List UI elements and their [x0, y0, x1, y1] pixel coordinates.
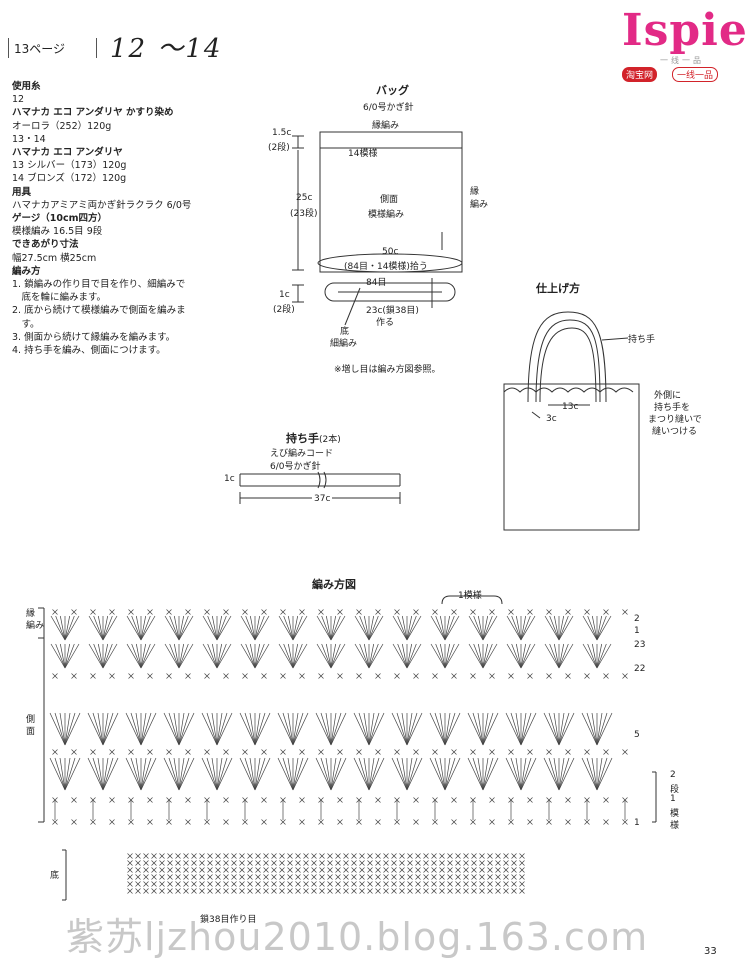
chart-label-bottom: 底 — [50, 871, 60, 881]
material-line: 用具 — [12, 186, 32, 198]
bag-edge-label: 縁編み — [372, 121, 400, 131]
page-number: 33 — [704, 946, 717, 957]
chart-rep-1: 2 — [670, 770, 676, 780]
finish-note4: 縫いつける — [652, 427, 698, 437]
material-line: ゲージ（10cm四方） — [12, 213, 108, 225]
chart-label-edge-1: 縁 — [26, 609, 36, 619]
header-left-bar — [8, 38, 9, 58]
chart-row23: 23 — [634, 640, 646, 650]
bag-note: ※増し目は編み方図参照。 — [334, 365, 441, 375]
material-line: 2. 底から続けて模様編みで側面を編みま — [12, 305, 186, 317]
material-line: オーロラ（252）120g — [12, 120, 112, 132]
chart-rep-2: 段 — [670, 785, 680, 795]
material-line: 模様編み 16.5目 9段 — [12, 226, 103, 238]
material-line: 使用糸 — [12, 81, 41, 92]
chart-row5: 5 — [634, 730, 640, 740]
material-line: ハマナカ エコ アンダリヤ — [12, 147, 123, 159]
handle-title: 持ち手(2本) — [286, 430, 341, 446]
bag-h-mid-rows: (23段) — [290, 209, 318, 219]
bag-title: バッグ — [376, 84, 409, 97]
material-line: 13・14 — [12, 133, 46, 145]
brand-badge-left: 淘宝网 — [622, 67, 658, 82]
chart-rep-5: 様 — [670, 821, 680, 831]
handle-count: (2本) — [319, 435, 341, 445]
chart-title: 編み方図 — [312, 578, 356, 591]
bag-edge-right-1: 縁 — [470, 187, 480, 197]
material-line: 13 シルバー（173）120g — [12, 160, 127, 172]
chart-one-pattern: 1模様 — [458, 591, 482, 601]
bag-side: 側面 — [380, 195, 399, 205]
finish-note2: 持ち手を — [654, 403, 691, 413]
material-line: できあがり寸法 — [12, 239, 79, 251]
brand-badge-right: 一线一品 — [672, 67, 719, 82]
finish-w3: 3c — [546, 414, 557, 424]
watermark: 紫苏ljzhou2010.blog.163.com — [66, 915, 649, 959]
handle-len: 37c — [312, 494, 333, 504]
bag-bottom-rows: (2段) — [273, 305, 295, 315]
material-line: 1. 鎖編みの作り目で目を作り、細編みで — [12, 279, 186, 291]
page-title: 12 〜14 — [110, 34, 223, 64]
material-line: 4. 持ち手を編み、側面につけます。 — [12, 345, 166, 357]
bag-hook: 6/0号かぎ針 — [363, 103, 414, 113]
chart-row22: 22 — [634, 664, 646, 674]
material-line: す。 — [12, 318, 40, 330]
bag-pattern14: 14模様 — [348, 149, 378, 159]
material-line: 14 ブロンズ（172）120g — [12, 173, 127, 185]
chart-label-side-1: 側 — [26, 715, 36, 725]
chart-row1b: 1 — [634, 818, 640, 828]
chart-label-edge-2: 編み — [26, 621, 45, 631]
finish-note1: 外側に — [654, 391, 682, 401]
bag-make: 作る — [376, 318, 395, 328]
bag-h-mid: 25c — [296, 193, 313, 203]
chart-brackets — [38, 595, 657, 901]
material-line: 編み方 — [12, 265, 41, 277]
chart-chain-note-b: 作り目 — [229, 915, 257, 925]
bag-w50: 50c — [382, 247, 399, 257]
bag-diagram — [292, 131, 463, 326]
finished-bag-diagram — [503, 311, 640, 531]
bag-h-top-rows: (2段) — [268, 143, 290, 153]
finish-handle-label: 持ち手 — [628, 335, 656, 345]
handle-hook: 6/0号かぎ針 — [270, 462, 321, 472]
bag-bottom2: 細編み — [330, 339, 358, 349]
bag-w50-detail: (84目・14模様)拾う — [344, 262, 428, 272]
handle-diagram — [239, 471, 401, 504]
finish-note3: まつり縫いで — [648, 415, 702, 425]
stitch-chart — [49, 609, 628, 894]
chart-row1: 1 — [634, 626, 640, 636]
material-line: 12 — [12, 94, 25, 106]
bag-h-top: 1.5c — [272, 128, 292, 138]
header: 13ページ 12 〜14 Ispie 一线一品 淘宝网 一线一品 — [0, 0, 750, 82]
page-ref: 13ページ — [14, 42, 66, 56]
bag-edge-right-2: 編み — [470, 200, 489, 210]
brand-logo: Ispie — [622, 5, 748, 56]
material-line: 底を輪に編みます。 — [12, 292, 107, 304]
brand-logo-sub: 一线一品 — [660, 56, 704, 65]
material-line: 3. 側面から続けて縁編みを編みます。 — [12, 331, 176, 343]
bag-side-pattern: 模様編み — [368, 210, 405, 220]
bag-bottom1: 底 — [340, 327, 350, 337]
chart-rep-3: 1 — [670, 794, 676, 804]
handle-title-text: 持ち手 — [286, 432, 319, 445]
finish-title: 仕上げ方 — [536, 282, 580, 295]
bag-chain: 23c(鎖38目) — [366, 306, 419, 316]
chart-row2: 2 — [634, 614, 640, 624]
material-line: ハマナカアミアミ両かぎ針ラクラク 6/0号 — [12, 199, 192, 211]
handle-w1: 1c — [224, 474, 235, 484]
material-line: ハマナカ エコ アンダリヤ かすり染め — [12, 107, 174, 119]
chart-rep-4: 模 — [670, 809, 680, 819]
chart-label-side-2: 面 — [26, 727, 36, 737]
chart-chain-note-a: 鎖38目 — [200, 915, 230, 925]
bag-st84: 84目 — [366, 278, 387, 288]
finish-w13: 13c — [562, 402, 579, 412]
bag-bottom-h: 1c — [279, 290, 290, 300]
chart-chain-note: 鎖38目作り目 — [200, 912, 256, 925]
handle-cord: えび編みコード — [270, 449, 334, 459]
material-line: 幅27.5cm 横25cm — [12, 252, 97, 264]
header-mid-bar — [96, 38, 97, 58]
